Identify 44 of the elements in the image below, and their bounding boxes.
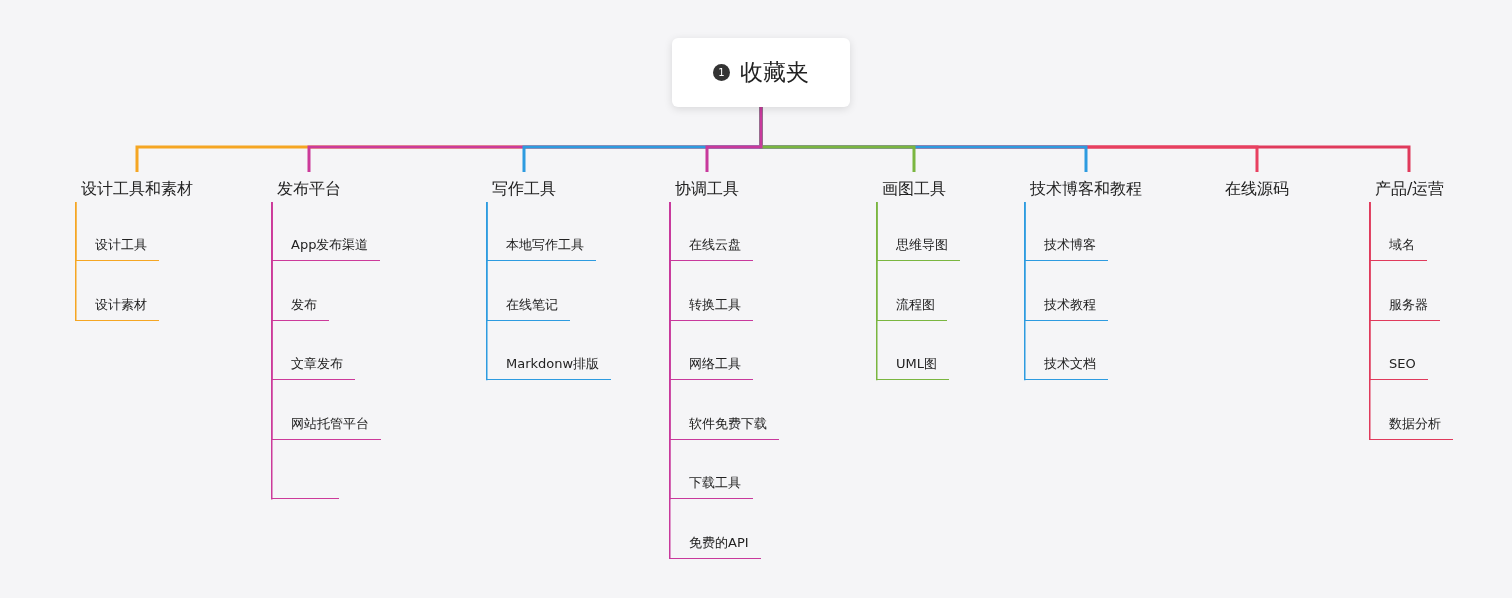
topic-title: 收藏夹 bbox=[740, 58, 809, 87]
subtopic-label: 文章发布 bbox=[271, 350, 355, 381]
branch-label: 发布平台 bbox=[271, 176, 341, 202]
subtopic-label: App发布渠道 bbox=[271, 231, 381, 261]
branch-label: 产品/运营 bbox=[1369, 176, 1445, 202]
branch-label: 写作工具 bbox=[486, 176, 556, 202]
connector-line bbox=[75, 201, 77, 322]
subtopic-label: 在线笔记 bbox=[486, 290, 570, 321]
subtopic-label: 发布 bbox=[271, 290, 329, 321]
subtopic-label: 技术博客 bbox=[1024, 231, 1108, 261]
subtopic-label: 网站托管平台 bbox=[271, 409, 381, 440]
subtopic-label: 设计素材 bbox=[75, 290, 159, 321]
subtopic-label: 转换工具 bbox=[669, 290, 753, 321]
subtopic-label: Markdonw排版 bbox=[486, 350, 612, 381]
topic-card bbox=[672, 38, 850, 107]
connector-line bbox=[705, 107, 763, 172]
connector-line bbox=[486, 201, 488, 381]
subtopic-label: 数据分析 bbox=[1369, 409, 1453, 440]
connector-line bbox=[669, 201, 671, 560]
branch-label: 协调工具 bbox=[669, 176, 739, 202]
subtopic-label: 服务器 bbox=[1369, 290, 1440, 321]
subtopic-label: 本地写作工具 bbox=[486, 231, 596, 261]
subtopic-label: 技术文档 bbox=[1024, 350, 1108, 381]
subtopic-label: 技术教程 bbox=[1024, 290, 1108, 321]
connector-line bbox=[876, 201, 878, 381]
subtopic-label: SEO bbox=[1369, 350, 1428, 381]
subtopic-label: 网络工具 bbox=[669, 350, 753, 381]
branch-label: 技术博客和教程 bbox=[1024, 176, 1142, 202]
number-marker: 1 bbox=[713, 64, 730, 81]
connector-line bbox=[1024, 201, 1026, 381]
subtopic-label: UML图 bbox=[876, 350, 949, 381]
subtopic-label: 在线云盘 bbox=[669, 231, 753, 261]
subtopic-label: 域名 bbox=[1369, 231, 1427, 261]
connector-line bbox=[1369, 201, 1371, 441]
branch-label: 在线源码 bbox=[1219, 176, 1289, 202]
branch-label: 画图工具 bbox=[876, 176, 946, 202]
subtopic-label: 软件免费下载 bbox=[669, 409, 779, 440]
subtopic-label: 流程图 bbox=[876, 290, 947, 321]
subtopic-label: 下载工具 bbox=[669, 469, 753, 500]
subtopic-label: 免费的API bbox=[669, 529, 761, 559]
subtopic-label: 思维导图 bbox=[876, 231, 960, 261]
connector-line bbox=[271, 201, 273, 501]
subtopic-label: 设计工具 bbox=[75, 231, 159, 261]
branch-label: 设计工具和素材 bbox=[75, 176, 193, 202]
